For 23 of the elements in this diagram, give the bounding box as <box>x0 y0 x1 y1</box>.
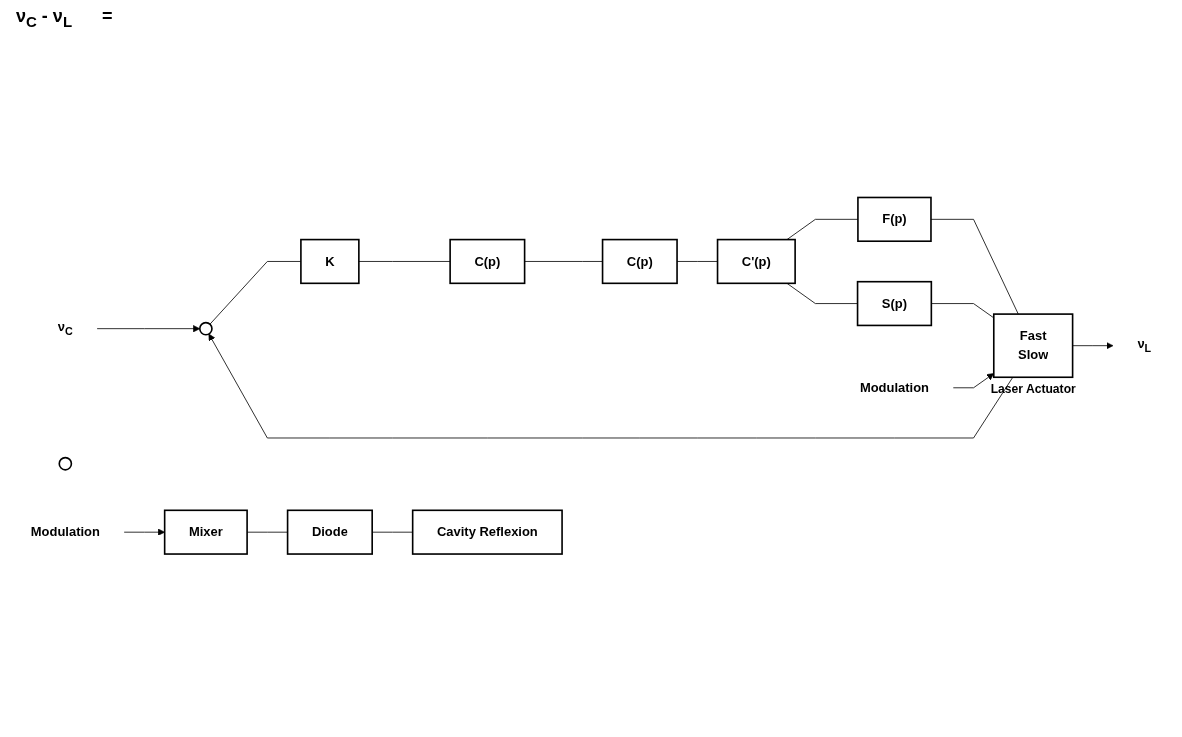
connector <box>930 218 1019 315</box>
connector <box>358 260 451 262</box>
node-box: Mixer <box>163 509 248 555</box>
text-label: = <box>102 6 113 28</box>
node-text: ν$_{L}$ <box>1137 336 1152 355</box>
connector <box>524 260 603 262</box>
node-text: ν$_{C}$ <box>57 319 73 338</box>
node-text: Modulation <box>30 524 100 539</box>
node-box: F(p) <box>857 196 932 242</box>
node-box: C(p) <box>601 238 678 284</box>
node-box: C(p) <box>449 238 526 284</box>
connector <box>786 282 858 304</box>
text-label: ν$_{C}$ - ν$_{L}$ <box>16 6 73 30</box>
node-text: Modulation <box>859 380 929 395</box>
node-box: S(p) <box>856 280 933 327</box>
node-box: C'(p) <box>716 238 796 284</box>
node-circle <box>58 456 73 471</box>
node-box: K <box>300 238 360 284</box>
node-box: Fast Slow <box>992 313 1074 378</box>
node-caption: Laser Actuator <box>990 382 1076 397</box>
node-box: Cavity Reflexion <box>411 509 563 555</box>
node-box: Diode <box>286 509 373 555</box>
node-circle <box>199 321 213 336</box>
